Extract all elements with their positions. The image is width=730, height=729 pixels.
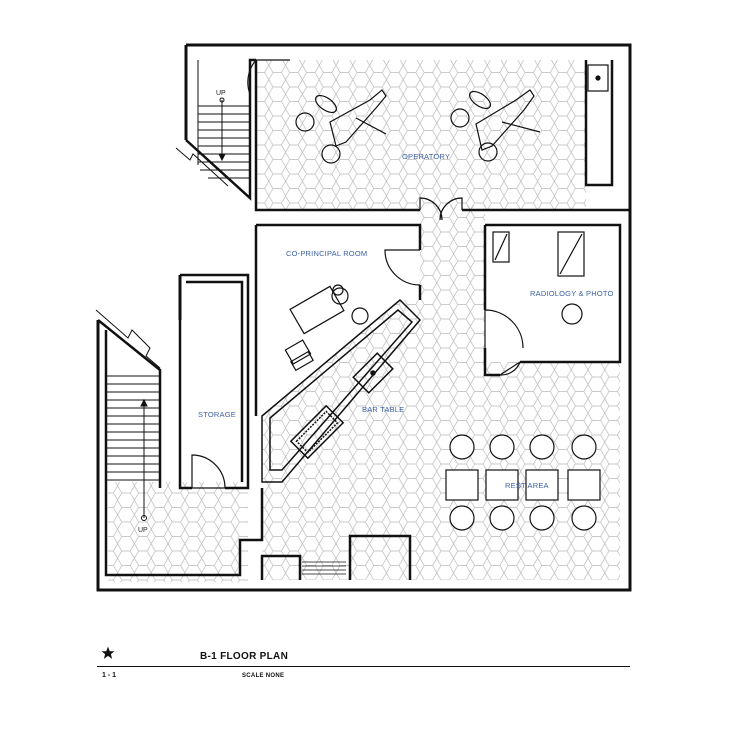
label-operatory: OPERATORY [402,152,450,161]
label-storage: STORAGE [198,410,236,419]
dental-chair-right [450,89,541,162]
operatory-sink [587,64,609,92]
label-stairs-up-upper: UP [216,90,226,97]
drawing-title: B-1 FLOOR PLAN [200,651,289,662]
bar-counter [261,298,422,483]
lower-stairs [106,375,160,521]
wall-fixture-lines [302,561,346,575]
label-co-principal-room: CO-PRINCIPAL ROOM [286,249,367,258]
star-icon [101,646,115,659]
label-radiology-photo: RADIOLOGY & PHOTO [530,289,614,298]
upper-stairs [197,60,250,179]
doors [191,59,524,489]
rest-area-furniture [445,434,601,531]
scale-note: SCALE NONE [242,673,285,679]
title-rule [97,666,630,667]
label-bar-table: BAR TABLE [362,405,404,414]
stair-break-lines [95,147,229,369]
label-rest-area: REST AREA [505,481,549,490]
interior-walls [97,58,630,580]
dental-chair-left [295,89,387,164]
bar-sink [352,352,394,394]
floor-tiles [108,60,620,582]
sheet-number: 1 - 1 [102,672,117,679]
bar-grill [289,404,345,460]
co-principal-furniture [284,284,369,372]
radiology-equipment [492,231,585,325]
label-stairs-up-lower: UP [138,527,148,534]
